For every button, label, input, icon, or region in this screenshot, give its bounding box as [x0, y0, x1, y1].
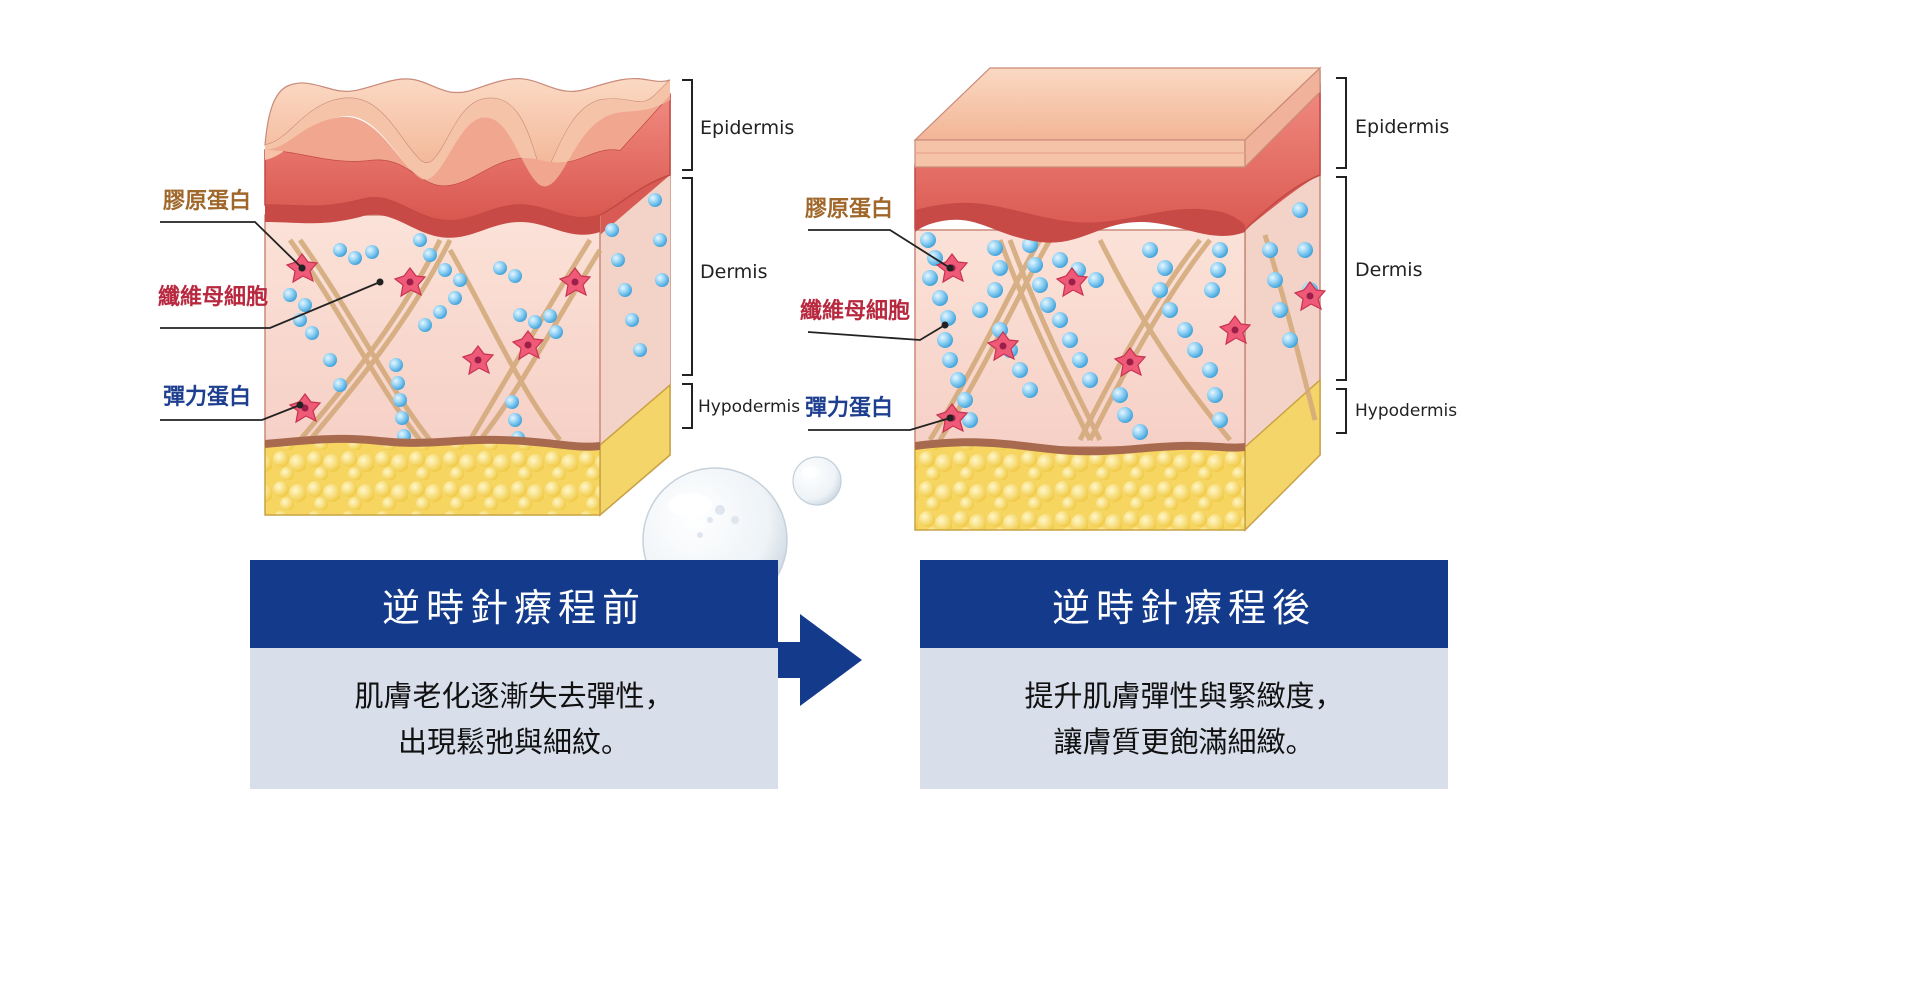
before-desc-line1: 肌膚老化逐漸失去彈性，	[354, 678, 674, 713]
before-description: 肌膚老化逐漸失去彈性， 出現鬆弛與細紋。	[250, 648, 778, 789]
label-elastin-before: 彈力蛋白	[163, 384, 251, 410]
after-description: 提升肌膚彈性與緊緻度， 讓膚質更飽滿細緻。	[920, 648, 1448, 789]
component-callouts-before: 膠原蛋白 纖維母細胞 彈力蛋白	[158, 188, 384, 421]
after-desc-line1: 提升肌膚彈性與緊緻度，	[1024, 678, 1344, 713]
label-fibroblast-after: 纖維母細胞	[800, 298, 910, 324]
epidermis-layer	[264, 77, 671, 174]
label-elastin-after: 彈力蛋白	[805, 395, 893, 421]
layer-brackets-after	[1336, 77, 1347, 434]
after-desc-line2: 讓膚質更飽滿細緻。	[1053, 724, 1315, 759]
after-panel: 逆時針療程後 提升肌膚彈性與緊緻度， 讓膚質更飽滿細緻。	[920, 560, 1448, 789]
label-epidermis-after: Epidermis	[1355, 116, 1449, 138]
before-title: 逆時針療程前	[250, 560, 778, 648]
before-desc-line2: 出現鬆弛與細紋。	[397, 724, 630, 759]
layer-brackets-before	[682, 79, 693, 429]
transition-arrow-icon	[752, 614, 862, 706]
before-panel: 逆時針療程前 肌膚老化逐漸失去彈性， 出現鬆弛與細紋。	[250, 560, 778, 789]
label-collagen-after: 膠原蛋白	[805, 196, 893, 222]
component-callouts-after: 膠原蛋白 纖維母細胞 彈力蛋白	[800, 196, 954, 431]
label-dermis-after: Dermis	[1355, 259, 1422, 281]
label-collagen-before: 膠原蛋白	[163, 188, 251, 214]
label-dermis-before: Dermis	[700, 261, 767, 283]
label-epidermis-before: Epidermis	[700, 117, 794, 139]
label-hypodermis-before: Hypodermis	[698, 397, 800, 417]
after-title: 逆時針療程後	[920, 560, 1448, 648]
skin-block-after	[913, 66, 1326, 532]
water-bubble-small	[792, 456, 842, 506]
label-fibroblast-before: 纖維母細胞	[158, 284, 268, 310]
skin-block-before	[264, 77, 671, 517]
label-hypodermis-after: Hypodermis	[1355, 401, 1457, 421]
